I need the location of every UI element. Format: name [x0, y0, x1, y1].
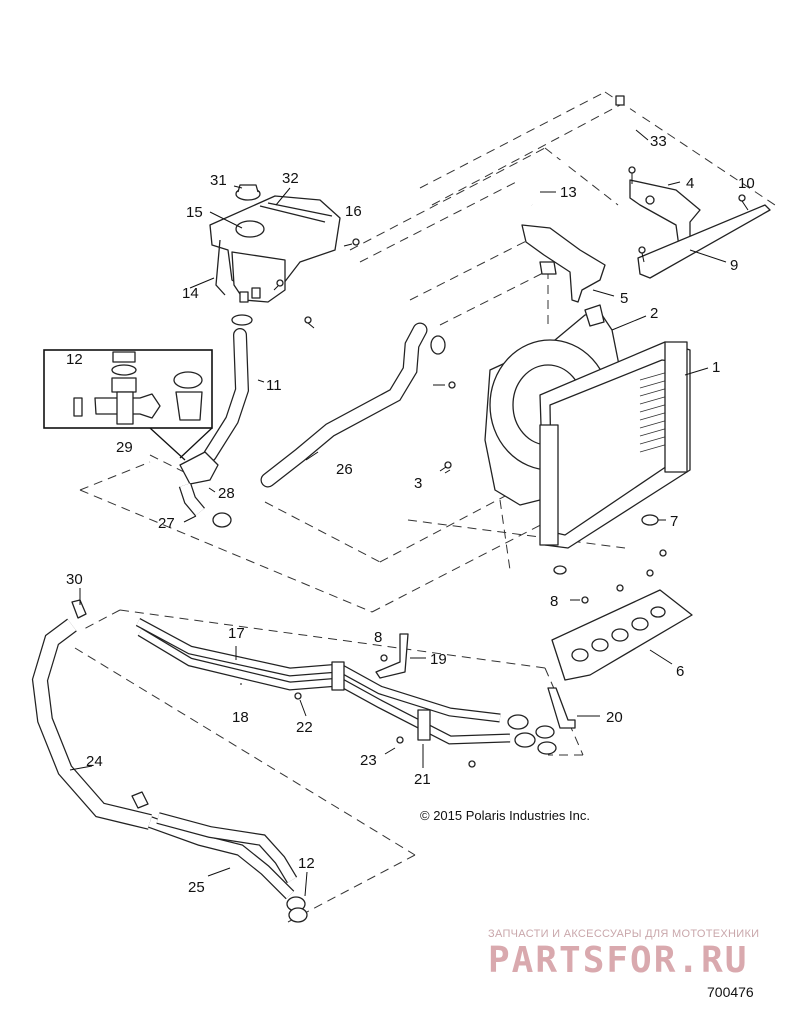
plate-part-6: [551, 589, 693, 681]
callout-20: 20: [606, 709, 623, 726]
callout-6: 6: [676, 663, 684, 680]
detail-inset: [43, 349, 213, 461]
callout-16: 16: [345, 203, 362, 220]
callout-27: 27: [158, 515, 175, 532]
callout-29: 29: [116, 439, 133, 456]
callout-26: 26: [336, 461, 353, 478]
callout-33: 33: [650, 133, 667, 150]
leader-lines: [69, 129, 727, 897]
watermark-logo: PARTSFOR.RU: [488, 940, 749, 981]
callout-2: 2: [650, 305, 658, 322]
callout-5: 5: [620, 290, 628, 307]
reservoir-cap-part-15: [235, 220, 265, 238]
callout-10: 10: [738, 175, 755, 192]
housing-part-28: [178, 451, 232, 528]
bracket-part-20: [547, 687, 576, 729]
bracket-part-4: [629, 179, 701, 255]
callout-18: 18: [232, 709, 249, 726]
hose-part-25: [147, 812, 298, 900]
callout-12-bottom: 12: [298, 855, 315, 872]
callout-11: 11: [266, 377, 282, 394]
callout-28: 28: [218, 485, 235, 502]
copyright-text: © 2015 Polaris Industries Inc.: [420, 808, 590, 823]
hose-part-26: [260, 316, 446, 488]
vent-hose-part-33: [518, 95, 643, 207]
watermark-caption: ЗАПЧАСТИ И АКСЕССУАРЫ ДЛЯ МОТОТЕХНИКИ: [488, 928, 760, 940]
bolts-lower: [553, 549, 667, 604]
coolant-reservoir: [209, 195, 341, 303]
hose-part-11: [203, 314, 253, 462]
callout-15: 15: [186, 204, 203, 221]
callout-3: 3: [414, 475, 422, 492]
clamps-part-12-lower: [286, 896, 308, 923]
bracket-part-19: [375, 633, 409, 679]
strip-part-9: [637, 204, 771, 279]
callouts: 33 13 4 10 9 5 2 1 31 32 15 16 14 11 12 …: [66, 133, 755, 896]
callout-9: 9: [730, 257, 738, 274]
callout-19: 19: [430, 651, 447, 668]
callout-30: 30: [66, 571, 83, 588]
fasteners-pipes: [294, 654, 476, 768]
reservoir-cap-part-31: [235, 184, 261, 201]
fitting-part-30: [71, 599, 149, 809]
callout-32: 32: [282, 170, 299, 187]
callout-8-right: 8: [550, 593, 558, 610]
screw-part-16: [273, 238, 360, 291]
callout-21: 21: [414, 771, 431, 788]
assembly-guides: [74, 91, 776, 923]
callout-13: 13: [560, 184, 577, 201]
callout-4: 4: [686, 175, 694, 192]
screw-part-10: [738, 194, 749, 211]
bracket-part-5: [521, 224, 606, 303]
screw-part-3: [439, 381, 456, 472]
screw-small-top: [628, 166, 646, 263]
callout-31: 31: [210, 172, 227, 189]
callout-7: 7: [670, 513, 678, 530]
grommet-part-7: [641, 514, 659, 526]
callout-1: 1: [712, 359, 720, 376]
callout-23: 23: [360, 752, 377, 769]
pipe-part-18: [137, 628, 511, 745]
callout-14: 14: [182, 285, 199, 302]
callout-25: 25: [188, 879, 205, 896]
callout-24: 24: [86, 753, 103, 770]
hose-part-24: [31, 618, 152, 830]
pipe-part-17: [135, 618, 501, 723]
callout-8-mid: 8: [374, 629, 382, 646]
diagram-number: 700476: [707, 984, 754, 1000]
callout-17: 17: [228, 625, 245, 642]
callout-22: 22: [296, 719, 313, 736]
pipe-clamps-right: [507, 714, 557, 755]
callout-12-top: 12: [66, 351, 83, 368]
radiator-part-1: [539, 341, 691, 549]
